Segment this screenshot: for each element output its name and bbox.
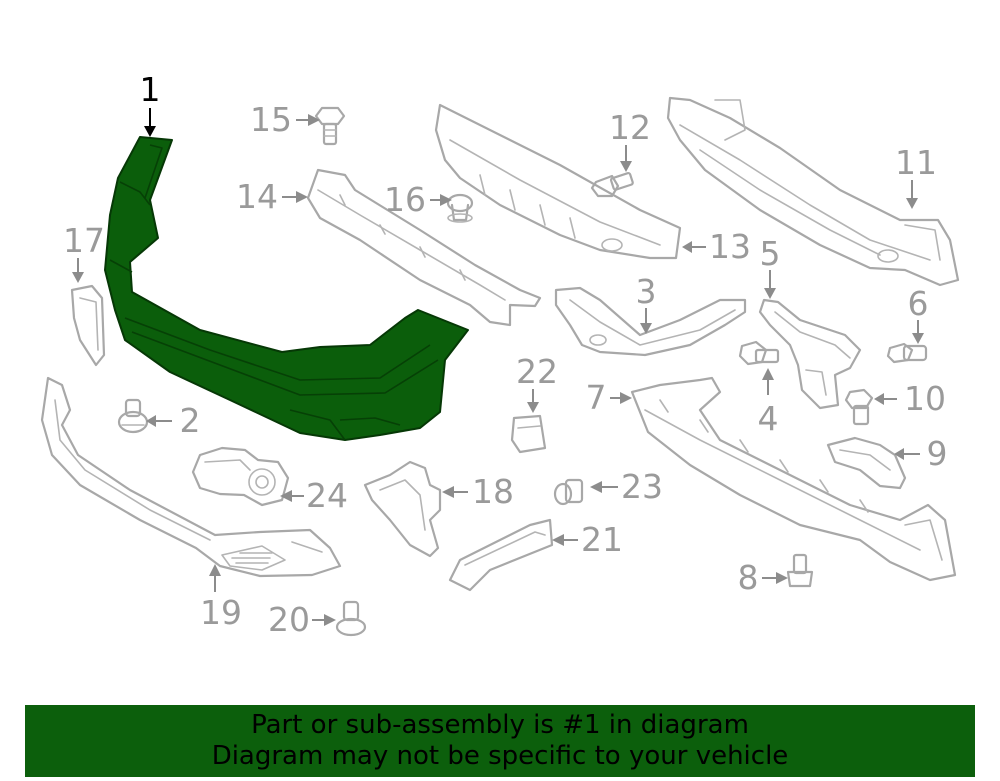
banner-line-part-info: Part or sub-assembly is #1 in diagram [251,710,749,740]
part-1-bumper-cover[interactable] [104,136,469,441]
part-15-bolt[interactable] [314,106,346,146]
part-8-bolt[interactable] [786,553,814,588]
part-9-bracket[interactable] [826,436,907,490]
svg-text:14: 14 [236,177,278,216]
callout-11: 11 [895,143,937,209]
part-19-lower-grille[interactable] [40,376,342,578]
callout-17: 17 [63,221,105,283]
svg-text:8: 8 [738,558,759,597]
callout-16: 16 [384,180,452,219]
callout-19: 19 [200,564,242,632]
callout-2: 2 [146,401,201,440]
svg-text:15: 15 [250,100,292,139]
callout-24: 24 [280,476,348,515]
callout-15: 15 [250,100,320,139]
parts-diagram: 1 2 3 4 5 6 7 8 [40,70,960,639]
svg-text:17: 17 [63,221,105,260]
callout-13: 13 [682,227,751,266]
callout-1: 1 [140,70,161,137]
callout-4: 4 [758,368,779,438]
svg-text:16: 16 [384,180,426,219]
svg-text:6: 6 [908,284,929,323]
part-4-bolt[interactable] [738,340,780,366]
callout-10: 10 [874,379,946,418]
part-23-clip[interactable] [553,478,584,506]
part-21-bracket[interactable] [448,518,554,592]
svg-text:22: 22 [516,352,558,391]
callout-6: 6 [908,284,929,344]
callout-14: 14 [236,177,308,216]
part-5-bracket[interactable] [758,298,862,410]
svg-text:9: 9 [927,434,948,473]
part-22-bracket[interactable] [510,414,547,454]
svg-text:21: 21 [581,520,623,559]
callout-7: 7 [586,378,632,417]
svg-text:3: 3 [636,272,657,311]
svg-text:5: 5 [760,234,781,273]
svg-text:4: 4 [758,399,779,438]
callout-21: 21 [552,520,623,559]
svg-text:1: 1 [140,70,161,109]
part-10-bolt[interactable] [844,388,874,426]
svg-text:20: 20 [268,600,310,639]
svg-text:13: 13 [709,227,751,266]
svg-text:2: 2 [180,401,201,440]
part-24-sensor[interactable] [191,446,290,507]
part-3-bracket[interactable] [554,286,747,357]
part-2-clip[interactable] [117,398,149,434]
part-13-absorber[interactable] [434,103,682,260]
svg-text:24: 24 [306,476,348,515]
part-12-bolt[interactable] [590,172,634,198]
svg-text:11: 11 [895,143,937,182]
svg-text:12: 12 [609,108,651,147]
svg-text:23: 23 [621,467,663,506]
callout-5: 5 [760,234,781,299]
part-16-clip[interactable] [446,193,474,223]
part-7-lower-support[interactable] [630,376,957,582]
svg-text:10: 10 [904,379,946,418]
svg-text:19: 19 [200,593,242,632]
part-11-reinforcement[interactable] [666,96,960,287]
callout-9: 9 [894,434,948,473]
callout-23: 23 [590,467,663,506]
info-banner: Part or sub-assembly is #1 in diagram Di… [25,705,975,777]
callout-8: 8 [738,558,788,597]
svg-text:7: 7 [586,378,607,417]
callout-18: 18 [442,472,514,511]
part-17-bracket[interactable] [70,284,106,367]
part-6-bolt[interactable] [886,342,928,364]
callout-22: 22 [516,352,558,413]
part-20-clip[interactable] [335,600,367,637]
callout-20: 20 [268,600,336,639]
svg-text:18: 18 [472,472,514,511]
part-14-upper-bracket[interactable] [306,168,542,327]
callout-3: 3 [636,272,657,334]
part-18-bracket[interactable] [363,460,442,558]
callout-12: 12 [609,108,651,172]
banner-line-disclaimer: Diagram may not be specific to your vehi… [211,741,789,771]
